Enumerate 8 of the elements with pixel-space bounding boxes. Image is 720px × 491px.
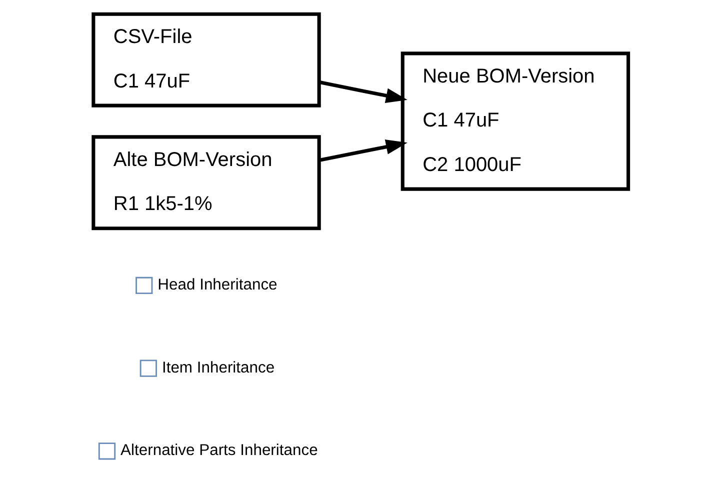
label: Alternative Parts Inheritance — [120, 442, 318, 460]
arrow — [318, 80, 407, 104]
arrow — [318, 139, 407, 162]
node-box: Neue BOM-Version C1 47uF C2 1000uF — [400, 52, 630, 191]
node-box: Alte BOM-Version R1 1k5-1% — [91, 135, 320, 230]
label: Head Inheritance — [157, 276, 277, 294]
node-box: CSV-File C1 47uF — [91, 12, 320, 108]
label: Item Inheritance — [161, 359, 274, 376]
